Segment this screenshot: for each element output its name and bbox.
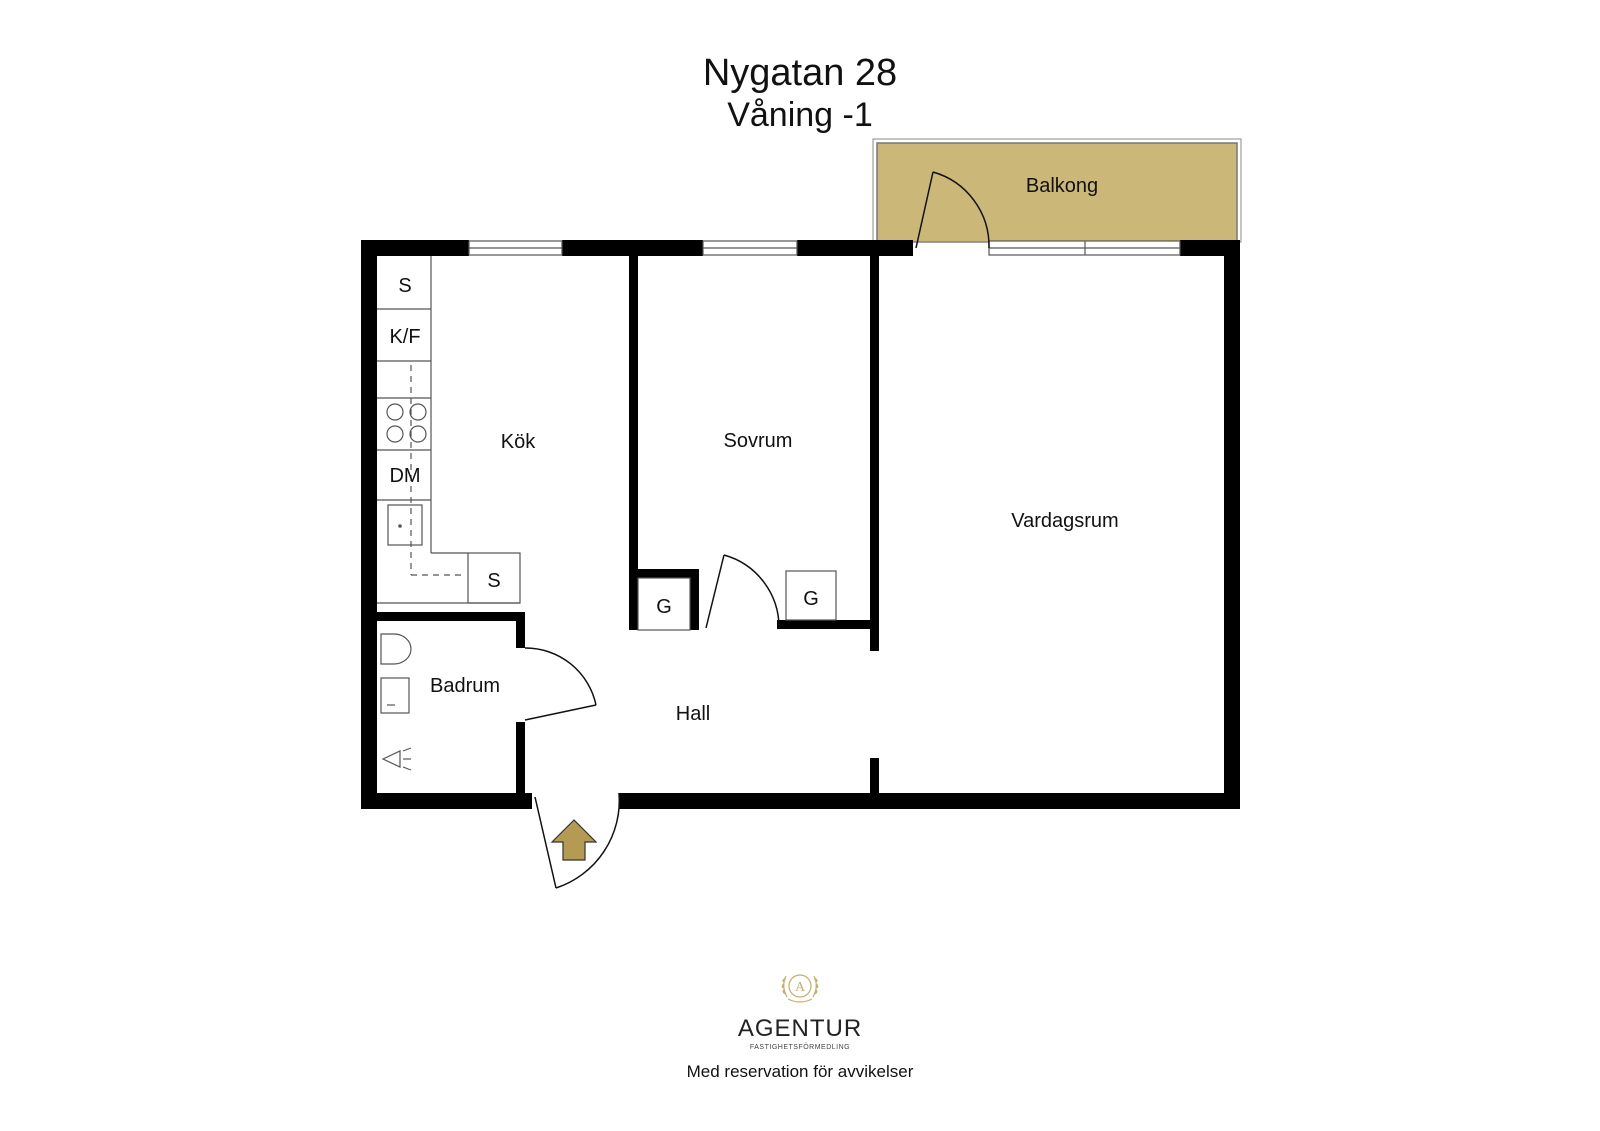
room-label-badrum: Badrum (430, 675, 500, 697)
entrance-arrow-icon (550, 819, 598, 861)
room-label-sovrum: Sovrum (724, 430, 793, 452)
fixture-label-closet-left: G (656, 596, 672, 618)
toilet-icon (380, 633, 412, 665)
bathroom-door (524, 647, 597, 721)
outer-walls (361, 240, 1240, 809)
room-label-vardagsrum: Vardagsrum (1011, 510, 1118, 532)
disclaimer: Med reservation för avvikelser (686, 1062, 914, 1081)
balcony-door (915, 171, 990, 249)
kitchen-counter (377, 256, 521, 604)
fixture-label-closet-right: G (803, 588, 819, 610)
fixture-label-storage-bottom: S (487, 570, 500, 592)
room-label-balkong: Balkong (1026, 175, 1098, 197)
room-label-hall: Hall (676, 703, 710, 725)
stove-icon (386, 403, 427, 443)
interior-walls (377, 256, 879, 793)
closets (637, 570, 837, 631)
fixture-label-dishwasher: DM (389, 465, 420, 487)
bedroom-door (705, 554, 780, 629)
windows (468, 240, 1181, 256)
logo-letter: A (795, 980, 806, 995)
plan-subtitle: Våning -1 (727, 96, 873, 134)
entrance-door (534, 792, 621, 889)
bathroom-fixtures (380, 633, 412, 771)
room-label-kok: Kök (501, 431, 536, 453)
fixture-label-fridge-freezer: K/F (389, 326, 420, 348)
agentur-logo: A AGENTUR FASTIGHETSFÖRMEDLING (700, 968, 900, 1051)
washbasin-icon (380, 677, 410, 714)
agentur-laurel-logo: A (781, 974, 819, 1003)
sink-drain-icon (398, 524, 402, 528)
plan-title: Nygatan 28 (702, 52, 898, 94)
brand-name: AGENTUR (737, 1015, 863, 1042)
fixture-label-storage-top: S (398, 275, 411, 297)
shower-icon (381, 747, 412, 771)
brand-subtitle: FASTIGHETSFÖRMEDLING (749, 1044, 851, 1051)
